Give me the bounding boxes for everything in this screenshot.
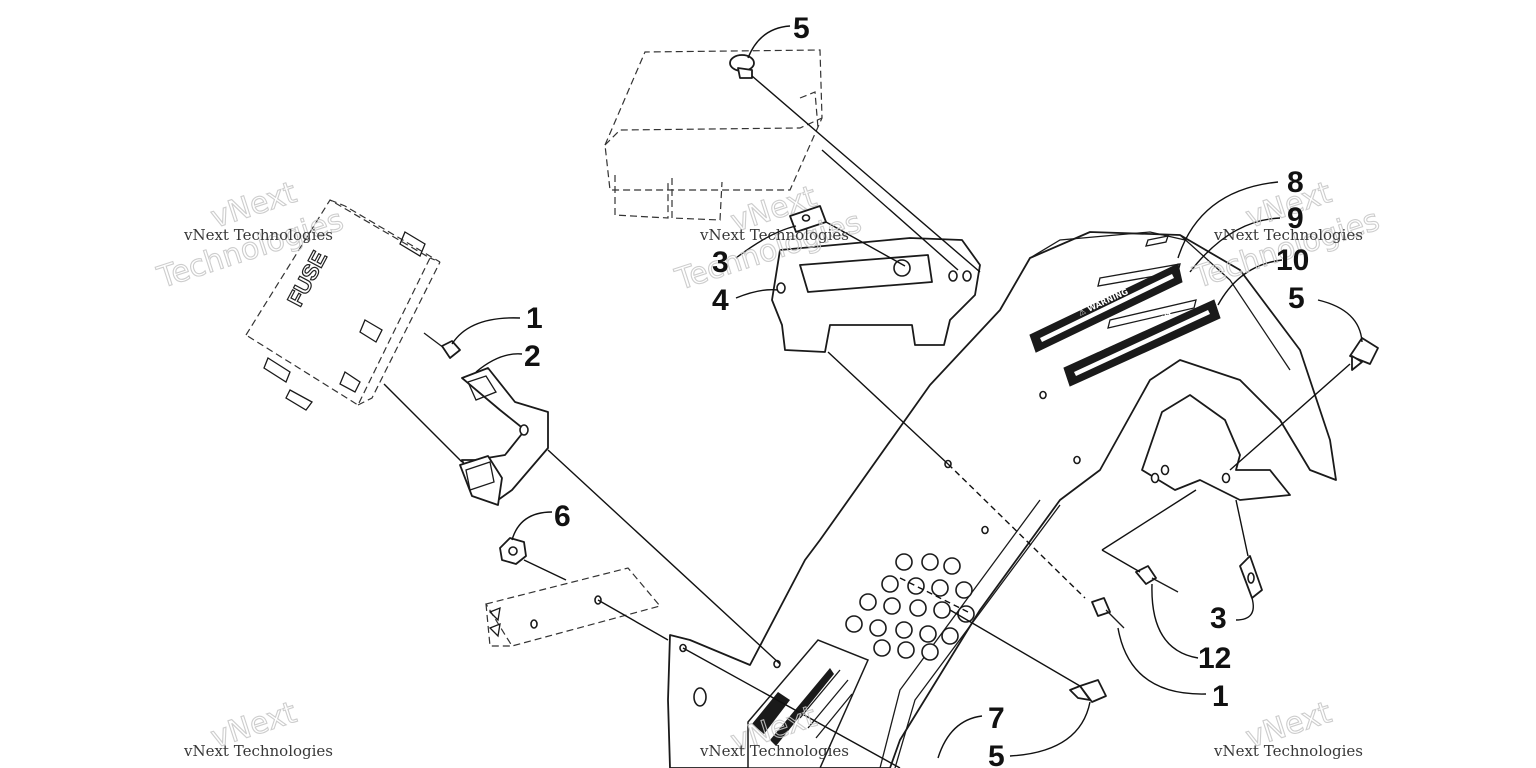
- screw-top: [729, 54, 755, 79]
- nut-clip-lower: [1239, 555, 1263, 599]
- callout-6: 6: [554, 500, 571, 533]
- fuse-bracket: [459, 367, 549, 506]
- callout-12: 12: [1198, 642, 1231, 675]
- watermark-small-6: vNext Technologies: [1213, 742, 1363, 760]
- callout-3-lower: 3: [1210, 602, 1227, 635]
- callout-4: 4: [712, 284, 729, 317]
- callout-numbers: 5 8 9 10 5 3 4 1 2 6 3 12 1 7 5: [524, 12, 1309, 768]
- frame-rail-phantom: [485, 567, 662, 647]
- callout-5-top: 5: [793, 12, 810, 45]
- push-pin-12: [1135, 565, 1179, 593]
- rivet-left: [423, 332, 461, 359]
- callout-3-upper: 3: [712, 246, 729, 279]
- ecu-module-phantom: [604, 49, 823, 221]
- callout-9: 9: [1287, 202, 1304, 235]
- rivet-right: [1091, 597, 1125, 629]
- callout-7: 7: [988, 702, 1005, 735]
- fuse-box-label: FUSE: [282, 247, 332, 311]
- callout-2: 2: [524, 340, 541, 373]
- callout-5-right: 5: [1288, 282, 1305, 315]
- nut-6: [499, 537, 527, 565]
- watermark-small-3: vNext Technologies: [1213, 226, 1363, 244]
- callout-leaders: [451, 25, 1363, 759]
- callout-10: 10: [1276, 244, 1309, 277]
- assembly-lines: [383, 75, 1351, 768]
- callout-1-left: 1: [526, 302, 543, 335]
- watermark-small-4: vNext Technologies: [183, 742, 333, 760]
- watermark-small-5: vNext Technologies: [699, 742, 849, 760]
- info-label-decal: [747, 639, 870, 768]
- main-fender: ⚠ WARNING ⚠ AVERTISSEMENT: [667, 231, 1337, 768]
- callout-5-bottom: 5: [988, 740, 1005, 768]
- callout-1-right: 1: [1212, 680, 1229, 713]
- screw-right: [1349, 337, 1379, 371]
- screw-bottom: [1069, 679, 1107, 703]
- callout-8: 8: [1287, 166, 1304, 199]
- plate-bracket: [771, 237, 981, 353]
- watermark-small-2: vNext Technologies: [699, 226, 849, 244]
- vent-holes: [845, 553, 975, 661]
- watermark-small-1: vNext Technologies: [183, 226, 333, 244]
